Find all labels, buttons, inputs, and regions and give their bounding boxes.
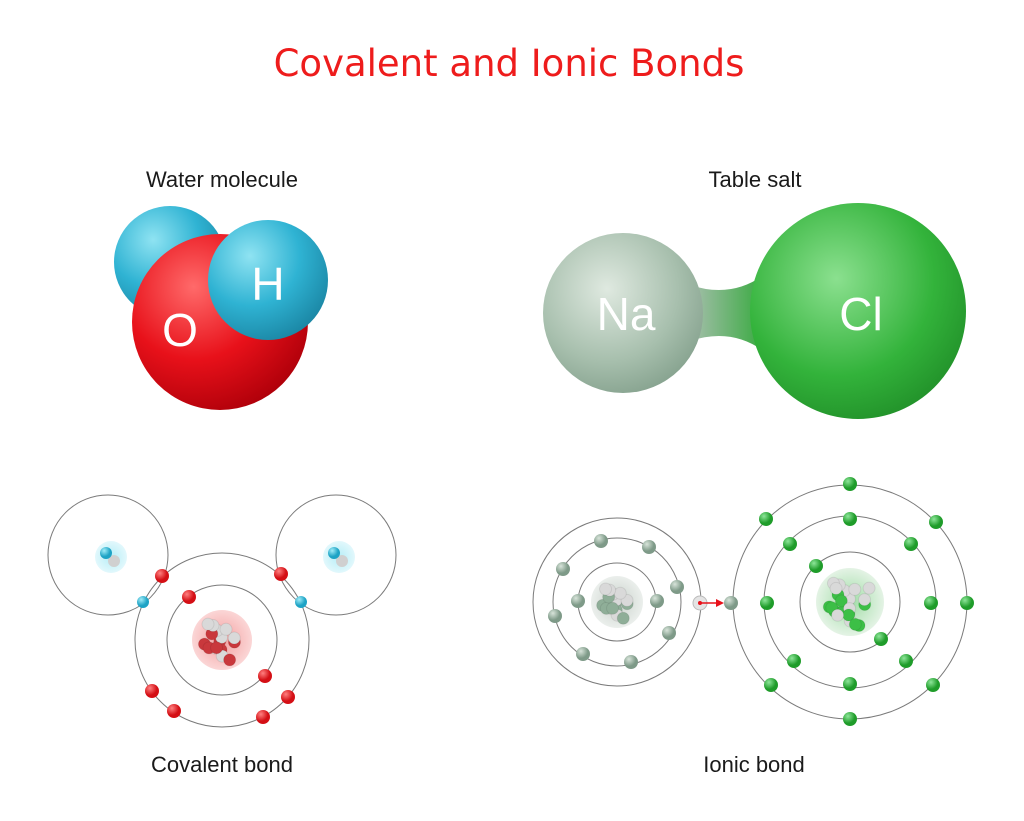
- electron: [874, 632, 888, 646]
- electron: [167, 704, 181, 718]
- ionic-bond-model: [532, 477, 974, 726]
- electron: [295, 596, 307, 608]
- covalent-bond-model: [47, 494, 397, 728]
- proton: [100, 547, 112, 559]
- electron-orbit: [552, 537, 682, 667]
- electron: [571, 594, 585, 608]
- neutron: [862, 581, 876, 595]
- proton: [834, 594, 848, 608]
- sodium-symbol: Na: [597, 288, 656, 340]
- electron: [843, 477, 857, 491]
- bond-neck: [690, 270, 770, 356]
- sodium-atom: [543, 233, 703, 393]
- water-molecule: O H: [114, 206, 328, 410]
- electron: [642, 540, 656, 554]
- electron: [182, 590, 196, 604]
- hydrogen-symbol: H: [251, 258, 284, 310]
- water-molecule-label: Water molecule: [146, 167, 298, 192]
- electron: [904, 537, 918, 551]
- electron-orbit: [275, 494, 397, 616]
- table-salt-label: Table salt: [709, 167, 802, 192]
- electron-orbit: [47, 494, 169, 616]
- proton: [606, 601, 620, 615]
- title: Covalent and Ionic Bonds: [274, 42, 745, 85]
- electron: [556, 562, 570, 576]
- electron: [137, 596, 149, 608]
- proton: [223, 653, 237, 667]
- oxygen-symbol: O: [162, 304, 198, 356]
- neutron: [108, 555, 120, 567]
- chlorine-atom: [750, 203, 966, 419]
- hydrogen-atom-right: [208, 220, 328, 340]
- electron: [274, 567, 288, 581]
- electron: [258, 669, 272, 683]
- electron: [624, 655, 638, 669]
- electron: [843, 512, 857, 526]
- neutron: [613, 586, 627, 600]
- proton: [210, 641, 224, 655]
- neutron: [599, 582, 613, 596]
- electron: [724, 596, 738, 610]
- electron: [670, 580, 684, 594]
- electron: [960, 596, 974, 610]
- electron: [787, 654, 801, 668]
- electron: [650, 594, 664, 608]
- chlorine-symbol: Cl: [839, 288, 882, 340]
- neutron: [336, 555, 348, 567]
- electron: [929, 515, 943, 529]
- electron: [594, 534, 608, 548]
- electron: [926, 678, 940, 692]
- proton: [616, 611, 630, 625]
- electron: [256, 710, 270, 724]
- ionic-bond-label: Ionic bond: [703, 752, 805, 777]
- electron: [899, 654, 913, 668]
- electron: [843, 712, 857, 726]
- electron: [281, 690, 295, 704]
- electron: [759, 512, 773, 526]
- electron: [145, 684, 159, 698]
- electron: [548, 609, 562, 623]
- electron: [843, 677, 857, 691]
- electron: [924, 596, 938, 610]
- electron: [783, 537, 797, 551]
- neutron: [848, 582, 862, 596]
- electron: [760, 596, 774, 610]
- electron: [764, 678, 778, 692]
- neutron: [831, 608, 845, 622]
- arrow-head-icon: [716, 599, 724, 607]
- neutron: [219, 622, 233, 636]
- covalent-bond-label: Covalent bond: [151, 752, 293, 777]
- electron-orbit: [134, 552, 310, 728]
- neutron: [201, 617, 215, 631]
- electron-orbit: [166, 584, 278, 696]
- neutron: [829, 581, 843, 595]
- electron: [576, 647, 590, 661]
- arrow-tail: [698, 601, 702, 605]
- proton: [848, 617, 862, 631]
- neutron: [858, 593, 872, 607]
- neutron: [227, 631, 241, 645]
- electron: [662, 626, 676, 640]
- table-salt: Na Cl: [543, 203, 966, 419]
- electron-orbit: [799, 551, 901, 653]
- electron: [809, 559, 823, 573]
- electron: [155, 569, 169, 583]
- proton: [328, 547, 340, 559]
